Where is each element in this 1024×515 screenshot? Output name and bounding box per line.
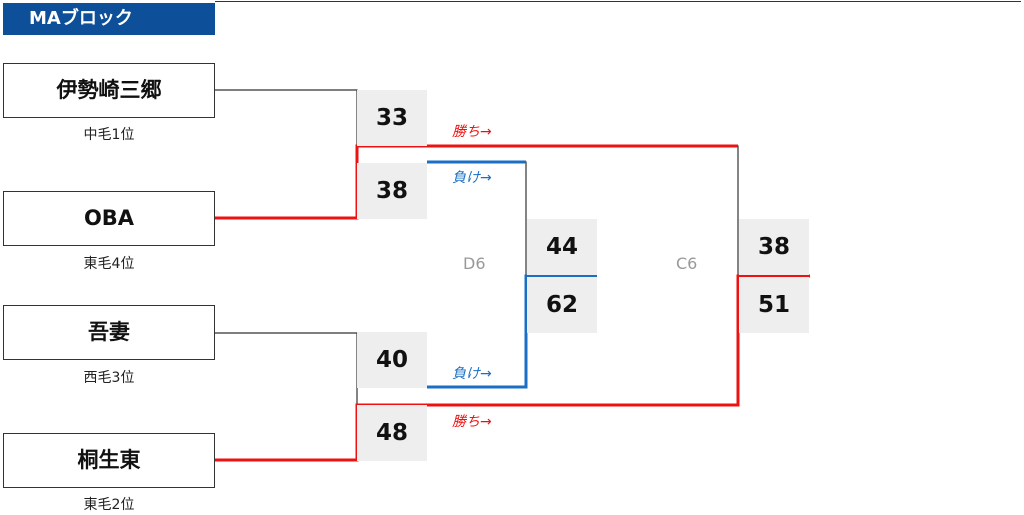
score-d6-top: 44 [527, 219, 597, 275]
team-box-2: OBA [3, 191, 215, 246]
block-title: MAブロック [3, 3, 215, 35]
team-seed-2: 東毛4位 [83, 256, 135, 272]
team-seed-3: 西毛3位 [83, 370, 135, 386]
match-code-d6: D6 [463, 254, 486, 273]
match-code-c6: C6 [676, 254, 698, 273]
line-team3 [215, 332, 358, 405]
team-box-3: 吾妻 [3, 305, 215, 360]
score-c6-bottom: 51 [739, 277, 809, 333]
score-match2-bottom: 48 [357, 405, 427, 461]
team-seed-1: 中毛1位 [83, 127, 135, 143]
score-match1-top: 33 [357, 90, 427, 146]
team-box-4: 桐生東 [3, 433, 215, 488]
win-note-top: 勝ち→ [452, 124, 492, 140]
team-seed-4: 東毛2位 [83, 497, 135, 513]
score-match2-top: 40 [357, 332, 427, 388]
score-c6-top: 38 [739, 219, 809, 275]
win-line-kiryu [215, 274, 810, 462]
win-note-bottom: 勝ち→ [452, 414, 492, 430]
header-rule [215, 1, 1021, 2]
line-team1 [215, 89, 358, 145]
score-d6-bottom: 62 [527, 277, 597, 333]
team-box-1: 伊勢崎三郷 [3, 63, 215, 118]
lose-line-bottom [427, 274, 597, 389]
score-match1-bottom: 38 [357, 163, 427, 219]
lose-note-top: 負け→ [452, 170, 492, 186]
lose-note-bottom: 負け→ [452, 366, 492, 382]
